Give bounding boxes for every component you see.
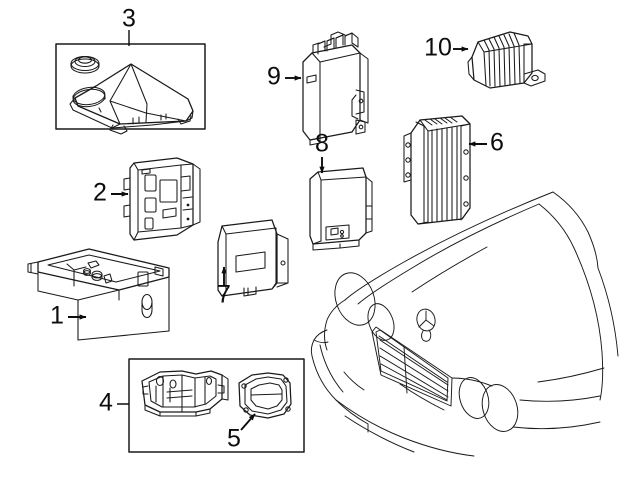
callout-number-2[interactable]: 2 (93, 179, 107, 207)
part-7-flat-control-module (217, 219, 289, 297)
callout-number-3[interactable]: 3 (122, 5, 136, 33)
callout-number-7[interactable]: 7 (217, 281, 231, 309)
callout-number-10[interactable]: 10 (424, 34, 452, 62)
callout-numbers: 1 2 3 4 5 6 7 8 9 10 (50, 5, 504, 453)
callout-number-1[interactable]: 1 (50, 302, 64, 330)
callout-number-8[interactable]: 8 (315, 130, 329, 158)
part-10-finned-relay-with-mounting-flange (467, 31, 546, 89)
group-box-air-cleaner (55, 43, 206, 130)
part-6-finned-engine-control-module (403, 115, 471, 225)
part-9-relay-carrier-box (302, 31, 369, 146)
vehicle-mercedes-front-three-quarter (310, 191, 619, 457)
callout-number-5[interactable]: 5 (227, 425, 241, 453)
part-4-control-module-housing-tray (141, 370, 229, 417)
part-8-square-control-module (309, 167, 373, 251)
part-1-fuse-and-relay-box (27, 248, 170, 341)
leader-5 (240, 413, 256, 431)
part-5-control-module-cover-gasket (238, 372, 292, 419)
callout-number-4[interactable]: 4 (99, 389, 113, 417)
callout-number-6[interactable]: 6 (490, 129, 504, 157)
callout-number-9[interactable]: 9 (267, 63, 281, 91)
callout-leaders (68, 30, 487, 431)
part-2-relay-module-bracket (123, 157, 201, 241)
part-3-air-cleaner-housing (69, 55, 194, 135)
group-box-module-housing (128, 358, 305, 453)
